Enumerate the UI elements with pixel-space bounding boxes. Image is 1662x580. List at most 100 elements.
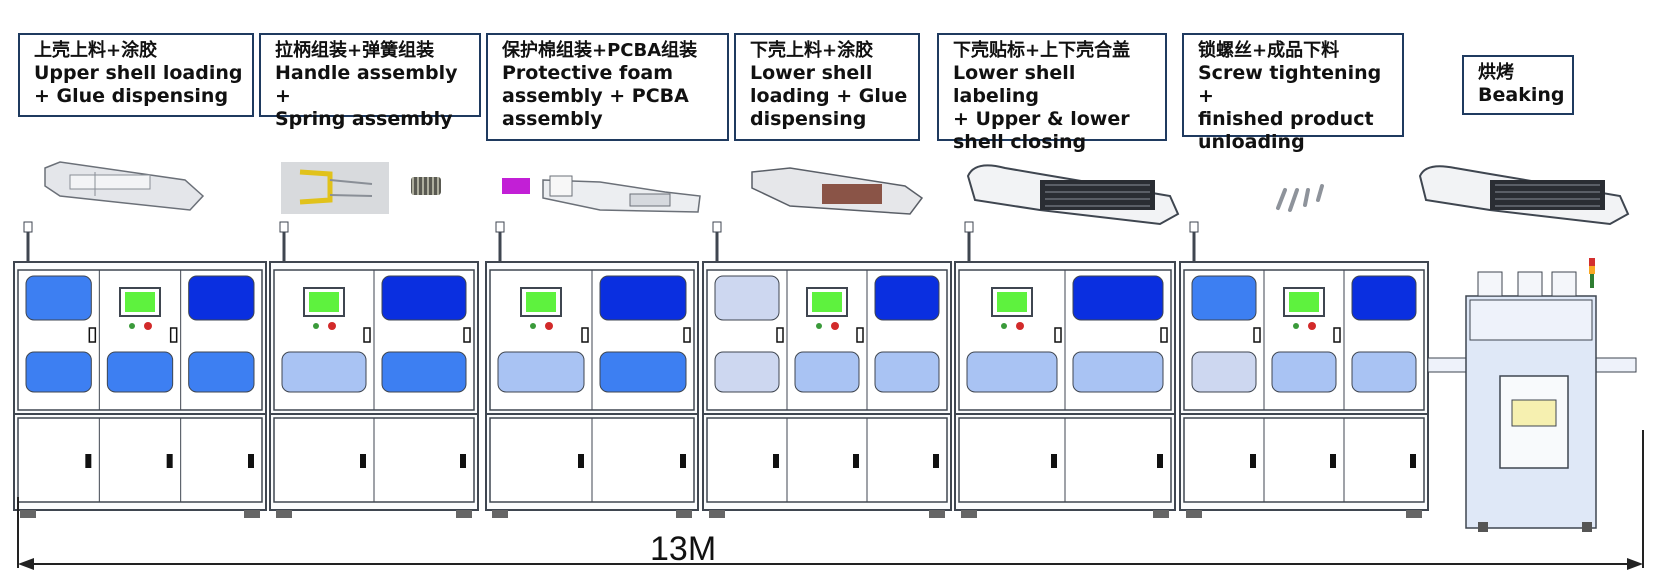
- leveling-foot: [276, 510, 292, 518]
- station-label-5: 下壳贴标+上下壳合盖 Lower shell labeling + Upper …: [937, 33, 1167, 153]
- oven-door: [1499, 375, 1569, 469]
- lower-cabinet: [1183, 417, 1425, 503]
- emergency-stop: [328, 322, 336, 330]
- station-label-1: 上壳上料+涂胶 Upper shell loading + Glue dispe…: [18, 33, 254, 117]
- control-button: [530, 323, 536, 329]
- station-label-zh: 上壳上料+涂胶: [34, 40, 158, 61]
- station-label-zh: 保护棉组装+PCBA组装: [502, 40, 698, 61]
- station-label-en: Beaking: [1478, 84, 1565, 106]
- station-label-3: 保护棉组装+PCBA组装 Protective foam assembly + …: [486, 33, 729, 141]
- safety-window: [381, 275, 467, 321]
- emergency-stop: [1016, 322, 1024, 330]
- safety-window: [874, 351, 940, 393]
- safety-window: [25, 351, 92, 393]
- leveling-foot: [1186, 510, 1202, 518]
- emergency-stop: [545, 322, 553, 330]
- control-button: [1293, 323, 1299, 329]
- door-handle: [1250, 454, 1256, 468]
- door-handle: [1410, 454, 1416, 468]
- light-pole: [964, 221, 974, 233]
- control-button: [313, 323, 319, 329]
- station-label-4: 下壳上料+涂胶 Lower shell loading + Glue dispe…: [734, 33, 920, 141]
- oven-control-panel: [1511, 399, 1557, 427]
- door-handle: [463, 327, 471, 343]
- oven-exhaust: [1477, 271, 1503, 297]
- light-pole: [495, 221, 505, 233]
- station-label-zh: 烘烤: [1478, 62, 1514, 83]
- lower-cabinet: [706, 417, 948, 503]
- leveling-foot: [20, 510, 36, 518]
- safety-window: [1351, 275, 1417, 321]
- door-handle: [581, 327, 589, 343]
- hmi-screen: [309, 292, 339, 312]
- station-label-7: 烘烤 Beaking: [1462, 55, 1574, 115]
- safety-window: [25, 275, 92, 321]
- pcba-part-icon: [542, 175, 701, 213]
- safety-window: [188, 351, 255, 393]
- emergency-stop: [1308, 322, 1316, 330]
- safety-window: [714, 275, 780, 321]
- door-handle: [88, 327, 97, 343]
- lower-cabinet: [17, 417, 263, 503]
- door-handle: [578, 454, 584, 468]
- safety-window: [1271, 351, 1337, 393]
- handle-clip-part-icon: [281, 162, 389, 214]
- door-handle: [680, 454, 686, 468]
- control-button: [129, 323, 135, 329]
- dimension-label: 13M: [650, 530, 717, 568]
- door-handle: [776, 327, 784, 343]
- screws-part-icon: [1276, 184, 1324, 212]
- station-label-zh: 下壳上料+涂胶: [750, 40, 874, 61]
- hmi-screen: [812, 292, 842, 312]
- oven-exhaust: [1517, 271, 1543, 297]
- station-label-en: Lower shell labeling + Upper & lower she…: [953, 62, 1130, 153]
- closed-module-part-icon: [966, 164, 1180, 226]
- door-handle: [856, 327, 864, 343]
- door-handle: [1160, 327, 1168, 343]
- safety-window: [874, 275, 940, 321]
- door-handle: [169, 327, 178, 343]
- light-pole: [712, 221, 722, 233]
- foam-pad-part-icon: [502, 178, 530, 194]
- light-pole: [23, 221, 33, 233]
- safety-window: [966, 351, 1058, 393]
- door-handle: [363, 327, 371, 343]
- safety-window: [497, 351, 585, 393]
- leveling-foot: [244, 510, 260, 518]
- safety-window: [714, 351, 780, 393]
- door-handle: [933, 454, 939, 468]
- signal-tower: [1589, 258, 1595, 266]
- hmi-screen: [997, 292, 1027, 312]
- hmi-screen: [1289, 292, 1319, 312]
- hmi-screen: [125, 292, 155, 312]
- station-label-en: Lower shell loading + Glue dispensing: [750, 62, 908, 130]
- door-handle: [853, 454, 859, 468]
- door-handle: [166, 454, 173, 468]
- station-label-en: Protective foam assembly + PCBA assembly: [502, 62, 689, 130]
- safety-window: [106, 351, 174, 393]
- door-handle: [773, 454, 779, 468]
- oven-top: [1469, 299, 1593, 341]
- station-label-zh: 拉柄组装+弹簧组装: [275, 40, 435, 61]
- leveling-foot: [1153, 510, 1169, 518]
- door-handle: [1333, 327, 1341, 343]
- door-handle: [683, 327, 691, 343]
- door-handle: [1330, 454, 1336, 468]
- hmi-screen: [526, 292, 556, 312]
- door-handle: [360, 454, 366, 468]
- door-handle: [1253, 327, 1261, 343]
- station-label-en: Handle assembly + Spring assembly: [275, 62, 458, 130]
- safety-window: [1191, 275, 1257, 321]
- station-label-en: Screw tightening + finished product unlo…: [1198, 62, 1382, 153]
- station-label-zh: 下壳贴标+上下壳合盖: [953, 40, 1131, 61]
- control-button: [1001, 323, 1007, 329]
- control-button: [816, 323, 822, 329]
- safety-window: [1191, 351, 1257, 393]
- station-label-2: 拉柄组装+弹簧组装 Handle assembly + Spring assem…: [259, 33, 481, 130]
- leveling-foot: [1406, 510, 1422, 518]
- leveling-foot: [492, 510, 508, 518]
- safety-window: [1072, 275, 1164, 321]
- safety-window: [599, 275, 687, 321]
- oven-caster: [1582, 522, 1592, 532]
